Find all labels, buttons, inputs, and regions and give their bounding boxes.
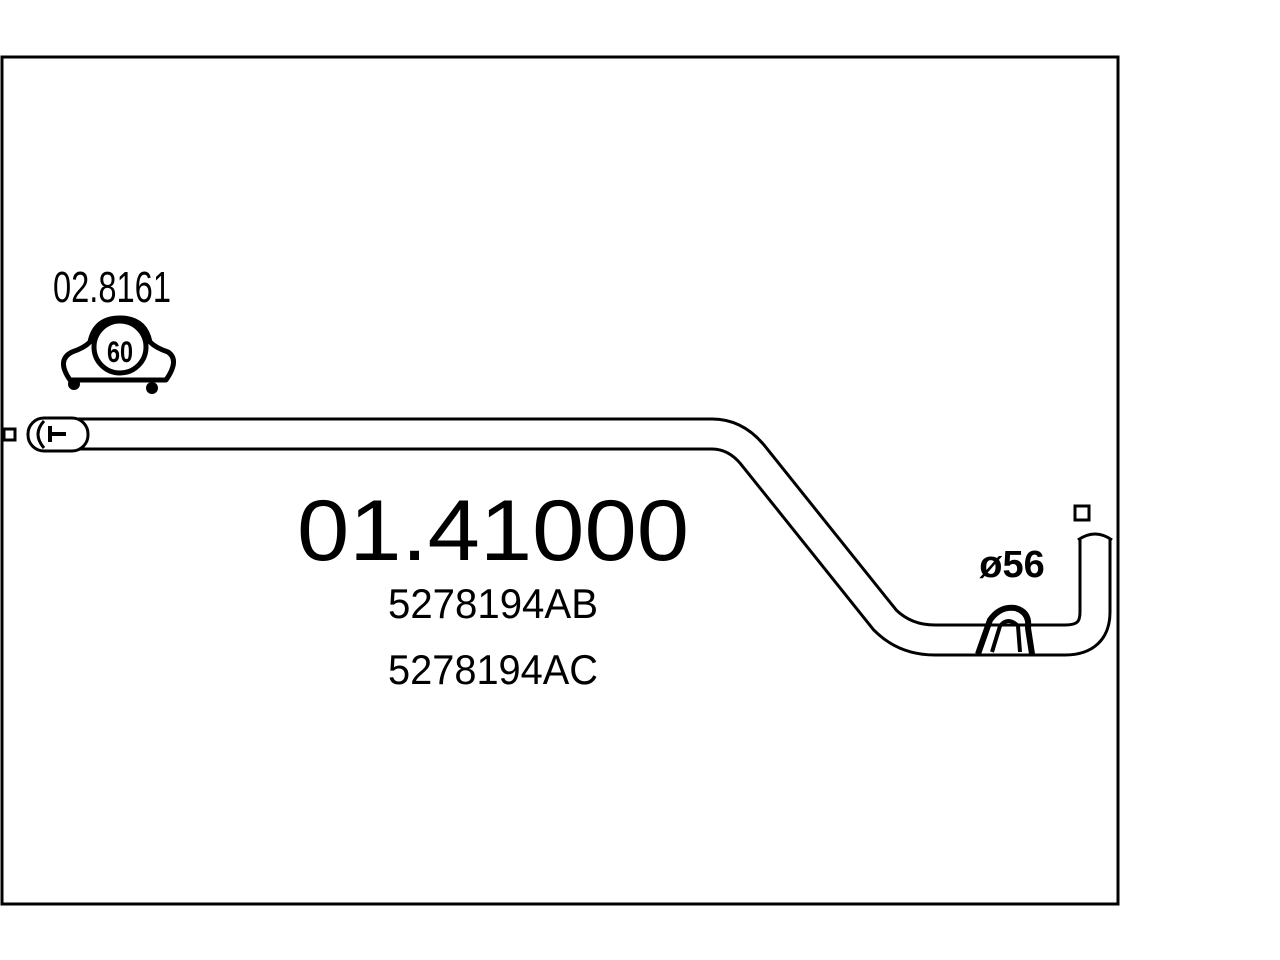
left-connector-icon	[2, 427, 17, 442]
outlet-diameter-label: ø56	[979, 544, 1044, 586]
diagram-frame	[0, 55, 1120, 906]
exhaust-clamp-icon	[61, 315, 176, 394]
oe-number-1: 5278194AB	[388, 580, 598, 627]
clamp-part-number: 02.8161	[53, 263, 171, 312]
pipe-inlet-end	[26, 416, 90, 453]
clamp-size-label: 60	[107, 336, 133, 369]
right-connector-icon	[1073, 504, 1091, 522]
oe-number-2: 5278194AC	[388, 646, 598, 693]
pipe-bracket-icon	[975, 604, 1035, 655]
pipe-body	[62, 417, 1113, 657]
pipe-part-number: 01.41000	[297, 483, 689, 579]
